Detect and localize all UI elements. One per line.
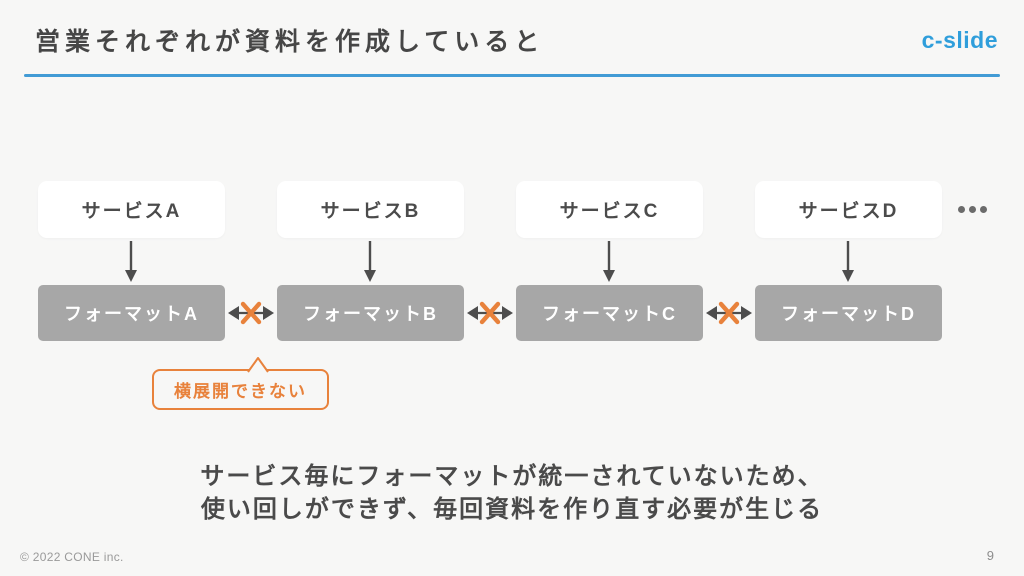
format-box-d: フォーマットD <box>755 285 942 341</box>
service-box-b: サービスB <box>277 181 464 238</box>
callout-bubble: 横展開できない <box>152 357 329 410</box>
diagram-column-b: サービスB フォーマットB <box>277 181 464 341</box>
callout-label: 横展開できない <box>174 382 307 401</box>
down-arrow-icon <box>842 241 854 282</box>
copyright-text: © 2022 CONE inc. <box>20 550 124 564</box>
summary-line-1: サービス毎にフォーマットが統一されていないため、 <box>200 463 824 490</box>
diagram-column-a: サービスA フォーマットA <box>38 181 225 341</box>
blocked-arrow-icon <box>706 301 752 325</box>
service-box-a: サービスA <box>38 181 225 238</box>
down-arrow-icon <box>125 241 137 282</box>
summary-text: サービス毎にフォーマットが統一されていないため、 使い回しができず、毎回資料を作… <box>0 460 1024 526</box>
blocked-arrow-icon <box>467 301 513 325</box>
service-box-d: サービスD <box>755 181 942 238</box>
service-box-c: サービスC <box>516 181 703 238</box>
callout-tail <box>247 357 269 373</box>
format-box-b: フォーマットB <box>277 285 464 341</box>
title-divider <box>24 74 1000 77</box>
diagram-column-c: サービスC フォーマットC <box>516 181 703 341</box>
page-title: 営業それぞれが資料を作成していると <box>35 28 545 56</box>
down-arrow-icon <box>364 241 376 282</box>
down-arrow-icon <box>603 241 615 282</box>
format-box-c: フォーマットC <box>516 285 703 341</box>
diagram-column-d: サービスD フォーマットD <box>755 181 942 341</box>
more-columns-ellipsis-icon <box>958 206 987 213</box>
summary-line-2: 使い回しができず、毎回資料を作り直す必要が生じる <box>200 496 824 523</box>
page-number: 9 <box>986 548 994 563</box>
blocked-arrow-icon <box>228 301 274 325</box>
format-box-a: フォーマットA <box>38 285 225 341</box>
brand-logo: c-slide <box>921 27 998 53</box>
